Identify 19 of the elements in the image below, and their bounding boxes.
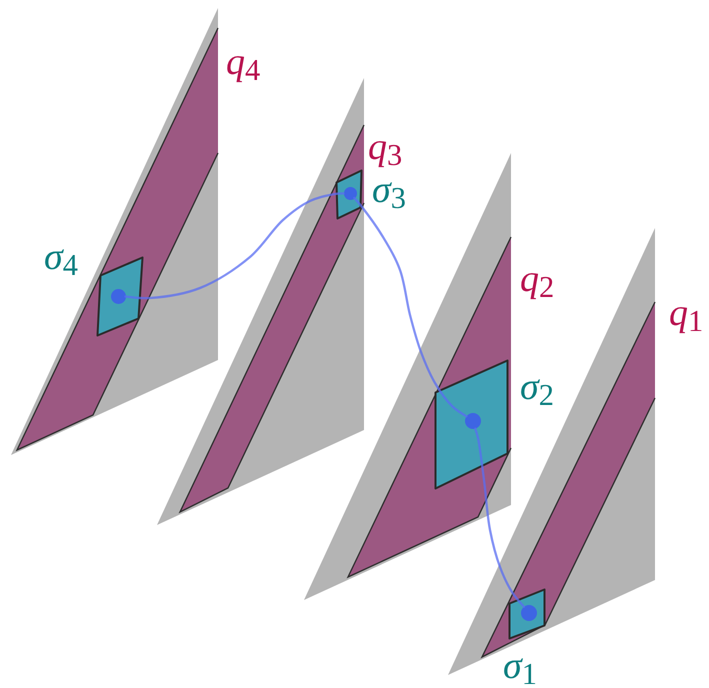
point-dot — [110, 288, 126, 304]
math-label: q$_{3}$ — [368, 130, 402, 168]
math-label: σ$_{1}$ — [503, 649, 537, 687]
trajectory-curve — [474, 428, 526, 608]
point-dot — [521, 605, 537, 621]
region-patch — [508, 588, 546, 640]
math-label: q$_{1}$ — [669, 296, 704, 334]
region-patch — [434, 358, 508, 490]
math-label: q$_{4}$ — [226, 45, 260, 83]
point-dot — [344, 186, 356, 200]
point-dot — [465, 413, 481, 429]
math-label: σ$_{3}$ — [372, 173, 406, 211]
math-label: σ$_{4}$ — [44, 240, 78, 278]
math-label: σ$_{2}$ — [520, 370, 554, 408]
region-patch — [96, 256, 144, 336]
trajectory-curve — [124, 192, 345, 300]
trajectory-curve — [353, 196, 468, 418]
region-patch — [334, 168, 362, 220]
math-label: q$_{2}$ — [520, 262, 554, 300]
